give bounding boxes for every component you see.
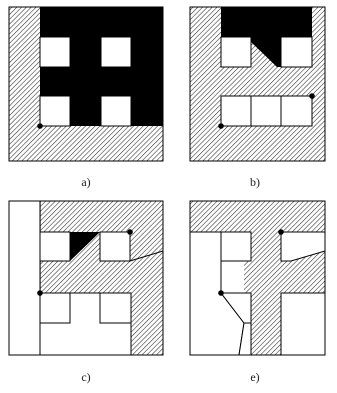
- panel-a-window-top-right: [100, 36, 132, 68]
- panel-c-window-bottom-left: [39, 292, 71, 324]
- panel-a-window-bottom-left: [39, 95, 71, 127]
- panel-b-window-top-left: [220, 36, 252, 68]
- panel-a-window-bottom-right: [100, 95, 132, 127]
- panel-e-vertex-dot-left: [218, 290, 224, 296]
- panel-b-vertex-dot-left: [218, 123, 224, 129]
- panel-b-window-bottom-right: [280, 95, 313, 127]
- panel-c-window-top-right: [99, 231, 131, 262]
- panel-a-diagram: [8, 6, 164, 162]
- panel-c-window-top-left: [39, 231, 71, 262]
- panel-c-black-triangle: [70, 232, 100, 261]
- panel-e-window-top-left: [220, 231, 252, 262]
- panel-a-vertex-dot: [37, 123, 43, 129]
- panel-a-window-top-left: [39, 36, 71, 68]
- panel-e-vertex-dot-top: [278, 229, 284, 235]
- panel-b-window-bottom-left: [220, 95, 252, 127]
- panel-c-caption: c): [81, 370, 91, 384]
- panel-c-window-bottom-right: [99, 292, 132, 324]
- panel-b-caption: b): [250, 175, 260, 189]
- panel-a-caption: a): [81, 175, 91, 189]
- panel-c-left-white-strip: [9, 201, 40, 355]
- panel-e-right-lower-room: [280, 292, 326, 356]
- panel-b-window-top-right: [280, 36, 313, 68]
- panel-c-vertex-dot-top: [127, 229, 133, 235]
- panel-a-frame: [8, 6, 164, 162]
- panel-b-frame: [189, 6, 326, 162]
- panel-e-frame: [189, 200, 326, 356]
- panel-b-vertex-dot-right: [309, 93, 315, 99]
- panel-e-caption: e): [250, 370, 260, 384]
- panel-b-black-wedge: [251, 37, 281, 67]
- panel-b-diagram: [189, 6, 326, 162]
- panel-c-vertex-dot-left: [37, 290, 43, 296]
- panel-c-frame: [8, 200, 164, 356]
- panel-c-diagonal-right: [129, 250, 164, 262]
- panel-e-diagram: [189, 200, 326, 356]
- panel-c-diagram: [8, 200, 164, 356]
- panel-b-window-bottom-middle: [250, 95, 282, 127]
- panel-e-right-upper-room: [280, 231, 326, 262]
